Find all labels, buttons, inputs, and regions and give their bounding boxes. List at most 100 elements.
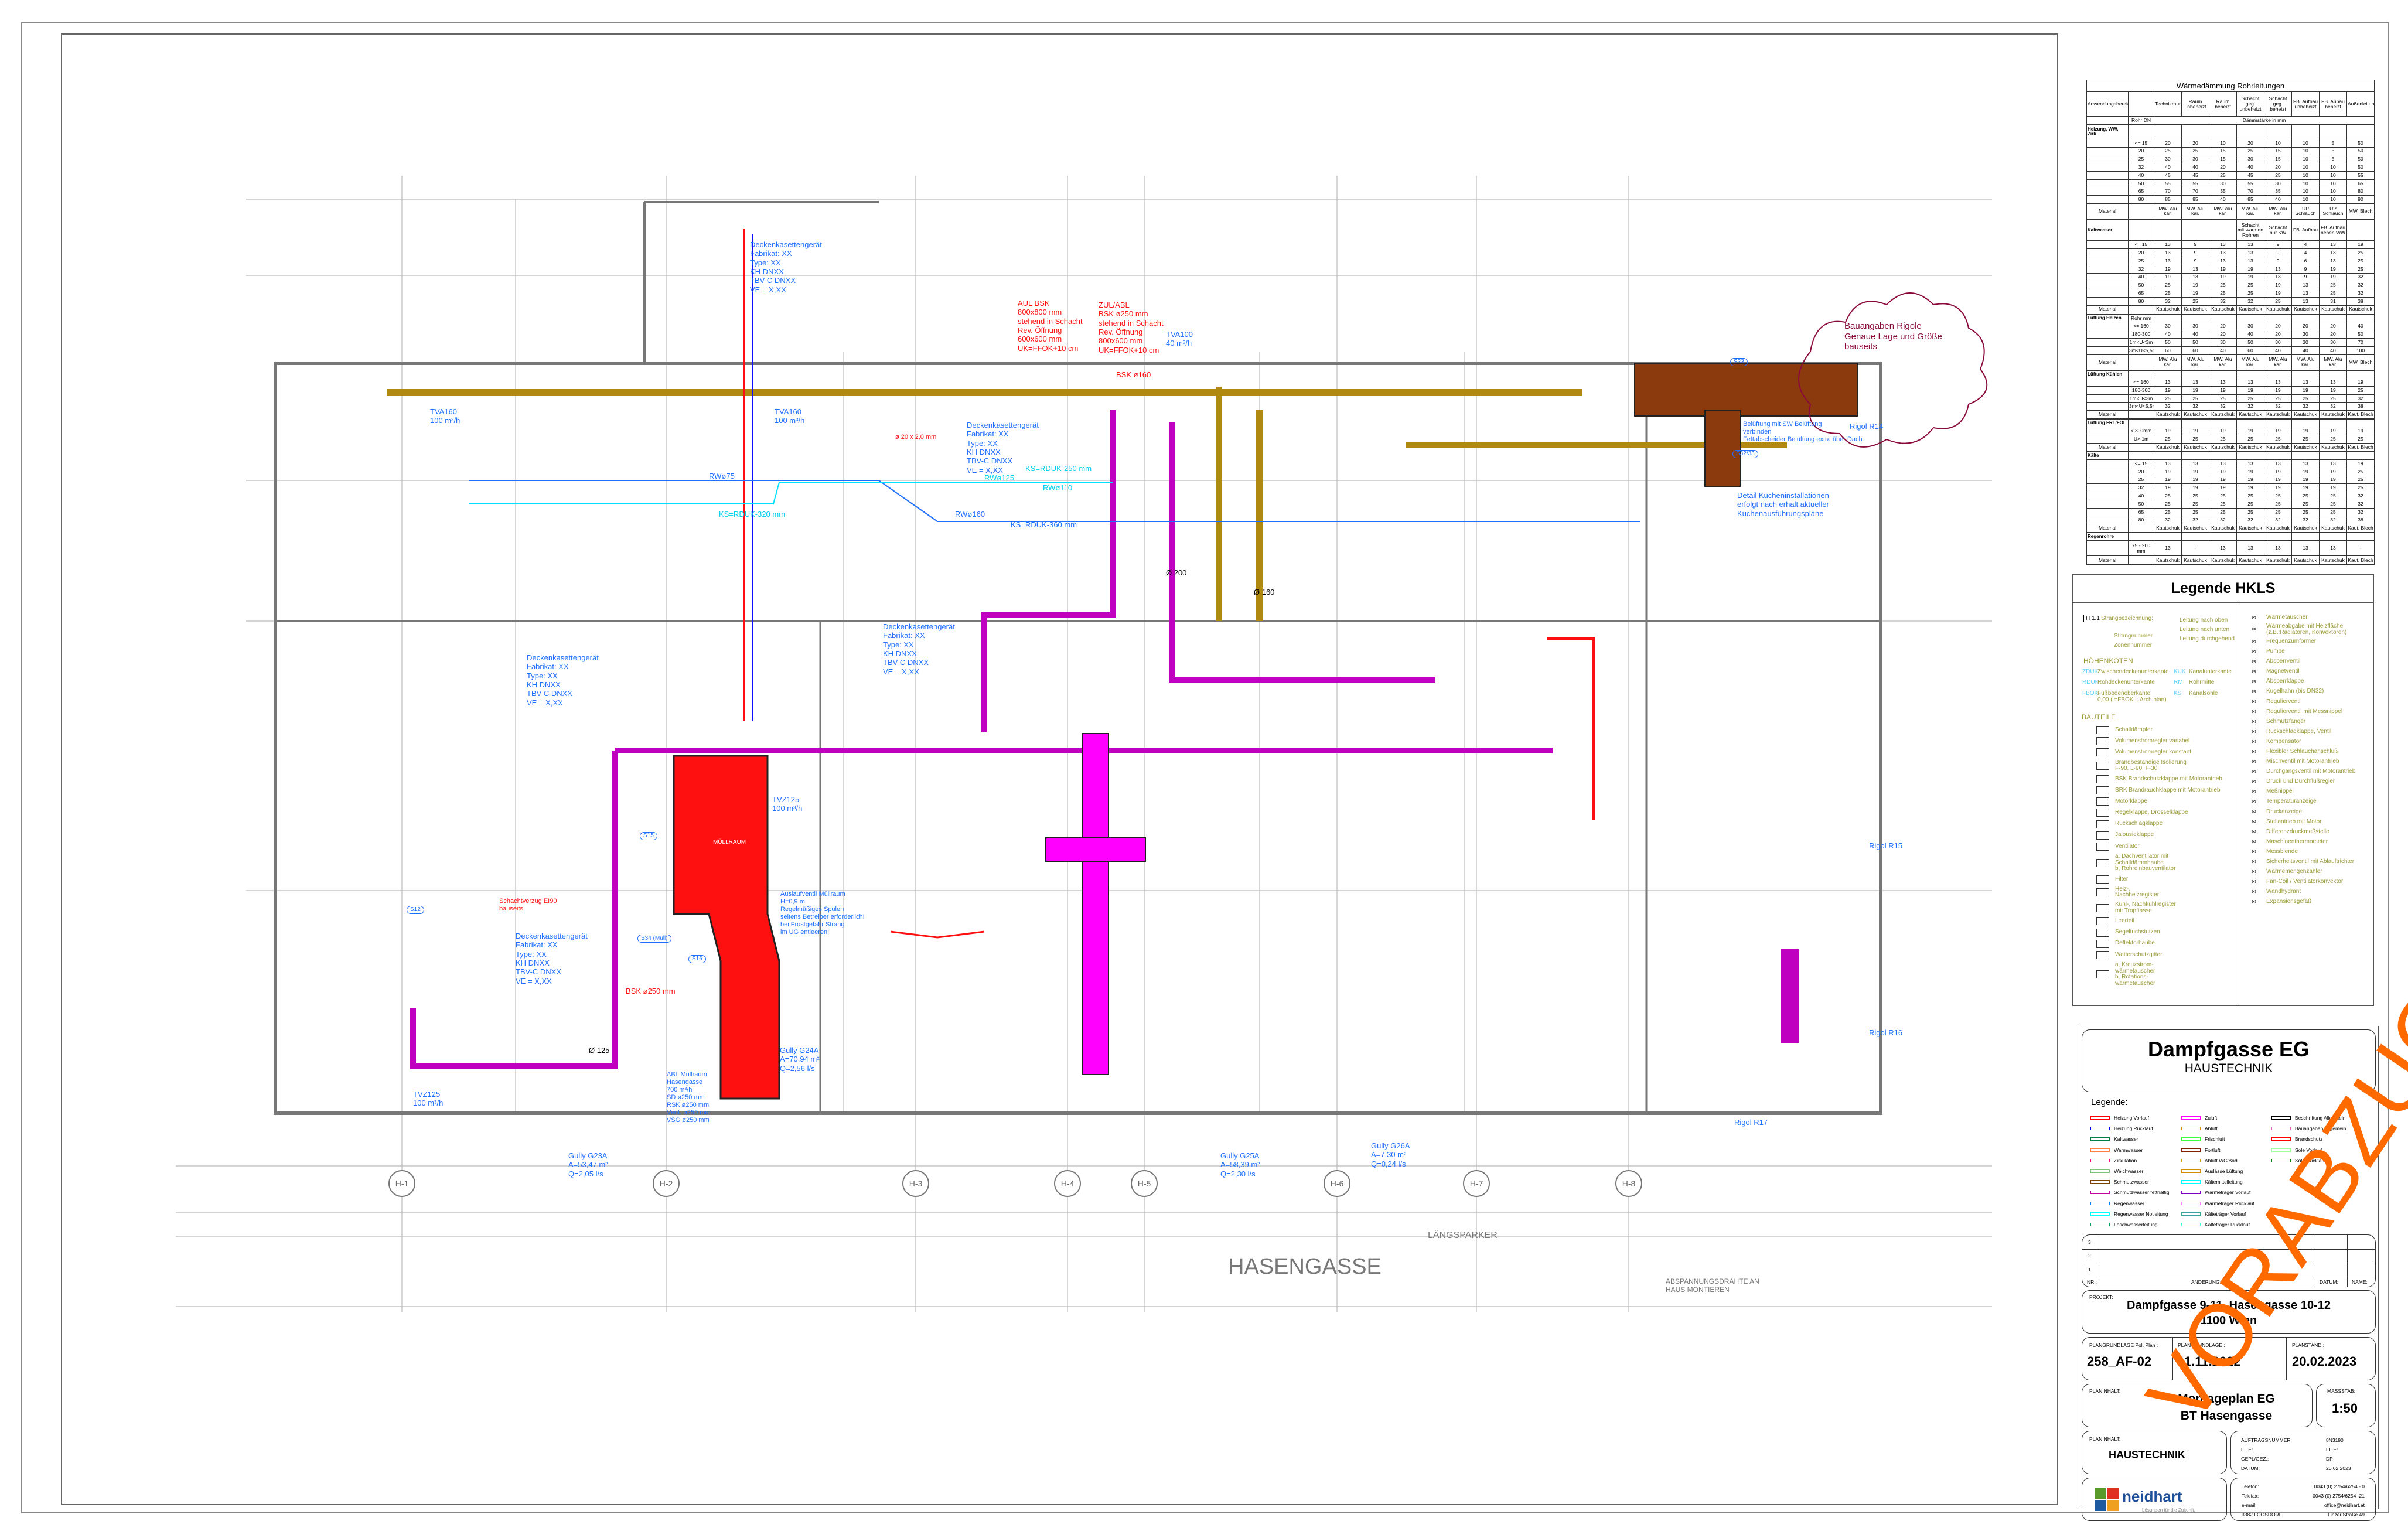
legend-label: Volumenstromregler konstant [2115,749,2192,756]
cell: 25 [2209,289,2237,298]
cell: 25 [2209,435,2237,444]
legend-item: Brandbeständige Isolierung F-90, L-90, F… [2096,759,2222,772]
cell [2291,533,2320,541]
legend-item: ⋈Temperaturanzeige [2247,798,2355,806]
cell: 19 [2291,467,2320,476]
line-legend-label: Wärmeträger Vorlauf [2205,1189,2251,1196]
legend-label: Regulierventil mit Messnippel [2266,708,2343,715]
cell: 50 [2236,338,2264,347]
cell: 32 [2291,516,2320,525]
cell: 30 [2209,338,2237,347]
valve-symbol-icon: ⋈ [2252,708,2256,714]
valve-symbol-icon: ⋈ [2252,698,2256,704]
valve-symbol-icon: ⋈ [2252,848,2256,854]
cell: 60 [2236,346,2264,355]
cell: 60 [2181,346,2209,355]
component-symbol-icon [2096,797,2109,806]
info-key: DATUM: [2241,1465,2260,1471]
cell: 25 [2181,435,2209,444]
legend-label: Meßnippel [2266,788,2294,795]
cell: 10 [2319,179,2347,188]
cell [2346,533,2375,541]
section-name: Kälte [2086,451,2129,461]
legend-label: Kugelhahn (bis DN32) [2266,688,2324,695]
cell: 30 [2236,322,2264,331]
cell: 40 [2181,330,2209,339]
cell: 19 [2236,475,2264,485]
cell [2181,313,2209,323]
line-legend-title: Legende: [2091,1097,2128,1107]
cell: 25 [2319,289,2347,298]
cell: Kautschuk [2236,442,2264,452]
cell: Kautschuk [2236,555,2264,565]
cell: 13 [2181,459,2209,468]
cell: 13 [2154,459,2182,468]
component-symbol-icon [2096,939,2109,948]
line-swatch [2181,1116,2201,1120]
scale-label: MASSSTAB: [2327,1388,2356,1394]
cell: 9 [2291,264,2320,274]
cell: Kautschuk [2264,410,2292,419]
cell: Material [2086,305,2129,314]
cell: 13 [2264,378,2292,387]
cell: 25 [2236,435,2264,444]
line-legend-label: Frischluft [2205,1136,2225,1143]
legend-label: Rückschlagklappe, Ventil [2266,728,2332,735]
cell: Kautschuk [2181,524,2209,533]
cell: 32 [2128,483,2154,493]
cell: 50 [2346,330,2375,339]
legend-label: Frequenzumformer [2266,637,2317,644]
line-legend-label: Regenwasser [2114,1200,2144,1206]
cell: 35 [2209,187,2237,196]
cell: 32 [2346,289,2375,298]
cell [2086,330,2129,339]
cell: 19 [2346,459,2375,468]
cell: 45 [2181,170,2209,180]
line-swatch [2271,1127,2291,1131]
legend-label: Brandbeständige Isolierung F-90, L-90, F… [2115,759,2187,772]
kitchen-detail-note: Detail Kücheninstallationen erfolgt nach… [1737,491,1829,518]
company-name: neidhart [2122,1488,2182,1505]
cell: 13 [2264,459,2292,468]
cell: 19 [2209,386,2237,395]
line-legend-item: Zirkulation [2090,1155,2181,1166]
discipline-box: PLANINHALT: HAUSTECHNIK [2082,1431,2227,1474]
legend-label: Sicherheitsventil mit Ablauftrichter [2266,858,2355,865]
cell: 20 [2209,322,2237,331]
cell: 30 [2264,179,2292,188]
cell: 20 [2319,330,2347,339]
info-value: FILE: [2326,1447,2338,1452]
cell: 50 [2346,146,2375,156]
component-symbol-icon [2096,917,2109,926]
cell: Material [2086,555,2129,565]
column-header: FB. Aubau beheizt [2319,91,2347,117]
legend-item: ⋈Pumpe [2247,647,2355,656]
cell: 25 [2209,499,2237,509]
legend-label: BRK Brandrauchklappe mit Motorantrieb [2115,786,2221,793]
line-legend-label: Heizung Rücklauf [2114,1126,2153,1132]
hoehenkoten-heading: HÖHENKOTEN [2083,657,2133,665]
cell: 13 [2291,378,2320,387]
cell: 13 [2154,256,2182,265]
cell: 19 [2154,264,2182,274]
cell: 19 [2209,264,2237,274]
cell: 20 [2181,138,2209,148]
cell: 32 [2128,264,2154,274]
line-legend-item: Frischluft [2181,1134,2271,1144]
cell: 25 [2181,507,2209,517]
legend-item: ⋈Kompensator [2247,738,2355,746]
cell: Kautschuk [2346,305,2375,314]
cell: 55 [2154,179,2182,188]
legend-item: ⋈Flexibler Schlauchanschluß [2247,748,2355,756]
valve-symbol-icon: ⋈ [2252,759,2256,765]
component-symbol-icon [2096,950,2109,959]
cell: 25 [2154,499,2182,509]
legend-label: Druckanzeige [2266,808,2303,815]
cell: 32 [2346,272,2375,282]
